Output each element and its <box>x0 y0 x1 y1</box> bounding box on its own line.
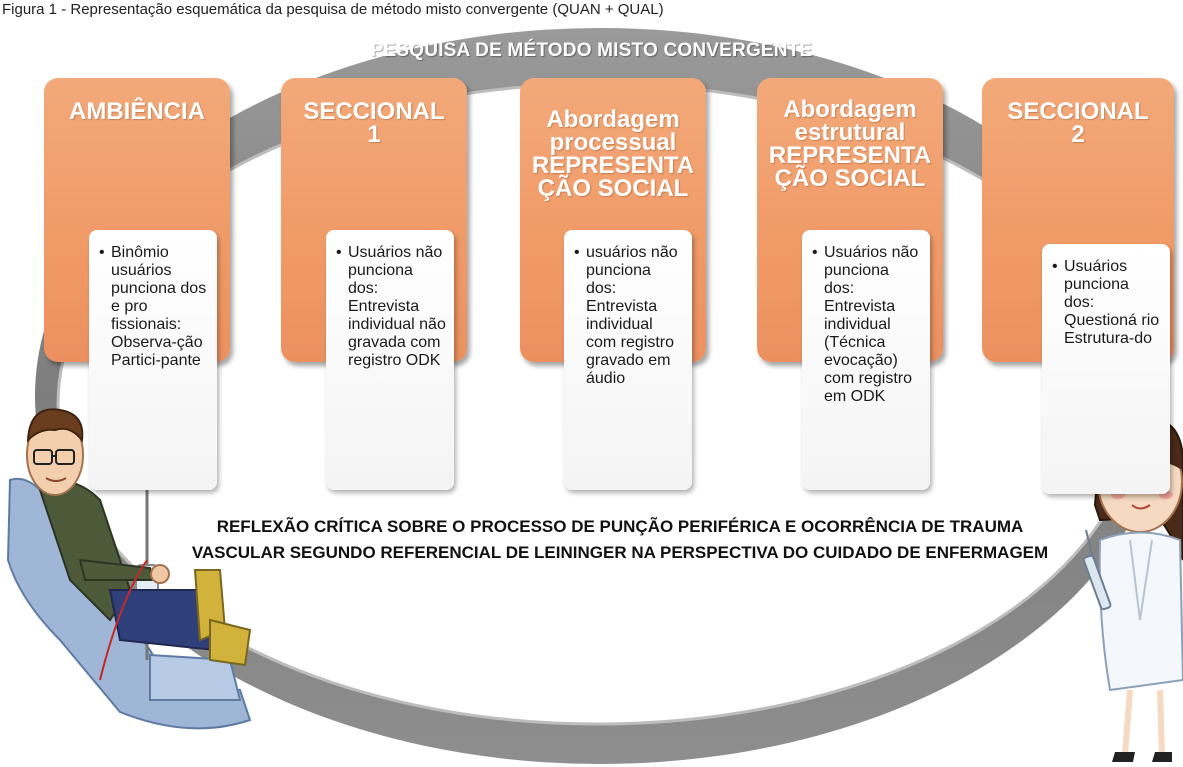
patient-illustration <box>6 408 252 730</box>
column-title: SECCIONAL 1 <box>281 98 467 148</box>
column-title-line: AMBIÊNCIA <box>69 98 205 125</box>
column-title-line: REPRESENTA <box>531 152 695 179</box>
column-detail-ambiencia: Binômio usuários punciona dos e pro fiss… <box>89 230 217 490</box>
column-title-line: ÇÃO SOCIAL <box>537 175 689 202</box>
column-title: Abordagem estrutural REPRESENTA ÇÃO SOCI… <box>757 96 943 192</box>
column-title-line: SECCIONAL <box>303 98 445 125</box>
column-title-line: Abordagem <box>783 96 917 123</box>
figure-caption: Figura 1 - Representação esquemática da … <box>2 1 664 18</box>
diagram-title: PESQUISA DE MÉTODO MISTO CONVERGENTE <box>370 40 813 61</box>
column-title-line: SECCIONAL <box>1007 98 1149 125</box>
column-detail-seccional-2: Usuários punciona dos: Questioná rio Est… <box>1042 244 1170 494</box>
column-title-line: processual <box>549 129 677 156</box>
column-title: AMBIÊNCIA <box>44 98 230 125</box>
column-detail-seccional-1: Usuários não punciona dos: Entrevista in… <box>326 230 454 490</box>
column-detail-abordagem-estrutural: Usuários não punciona dos: Entrevista in… <box>802 230 930 490</box>
footer-line: REFLEXÃO CRÍTICA SOBRE O PROCESSO DE PUN… <box>216 517 1024 536</box>
column-title-line: Abordagem <box>546 106 680 133</box>
column-title-line: 1 <box>367 121 381 148</box>
column-title: SECCIONAL 2 <box>982 98 1174 148</box>
column-title-line: ÇÃO SOCIAL <box>774 165 926 192</box>
column-title-line: REPRESENTA <box>768 142 932 169</box>
diagram-footer: REFLEXÃO CRÍTICA SOBRE O PROCESSO DE PUN… <box>140 514 1100 566</box>
column-title: Abordagem processual REPRESENTA ÇÃO SOCI… <box>520 106 706 202</box>
footer-line: VASCULAR SEGUNDO REFERENCIAL DE LEININGE… <box>191 543 1049 562</box>
column-detail-abordagem-processual: usuários não punciona dos: Entrevista in… <box>564 230 692 490</box>
column-title-line: estrutural <box>794 119 906 146</box>
column-title-line: 2 <box>1071 121 1085 148</box>
